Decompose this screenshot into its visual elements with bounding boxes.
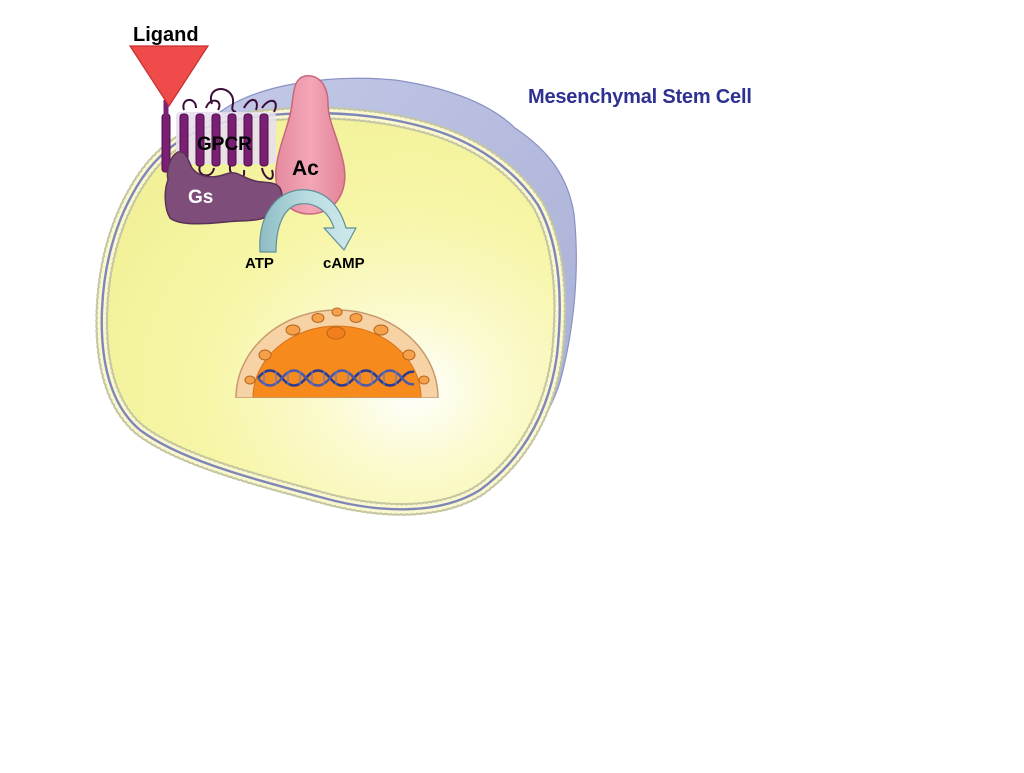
atp-label: ATP <box>245 255 274 272</box>
gpcr-label: GPCR <box>197 134 252 155</box>
nuclear-pores <box>244 307 430 385</box>
atp-to-camp-arrow <box>259 189 357 253</box>
adenylyl-cyclase <box>275 75 346 215</box>
ac-label: Ac <box>292 157 319 180</box>
diagram-title: Mesenchymal Stem Cell <box>528 86 752 108</box>
dna-helix <box>257 369 415 387</box>
gpcr-receptor <box>161 112 276 173</box>
cell-membrane <box>95 106 567 516</box>
gpcr-loops <box>182 88 277 113</box>
ligand <box>128 45 210 116</box>
gs-label: Gs <box>188 187 214 208</box>
ligand-label: Ligand <box>133 24 199 46</box>
camp-label: cAMP <box>323 255 365 272</box>
